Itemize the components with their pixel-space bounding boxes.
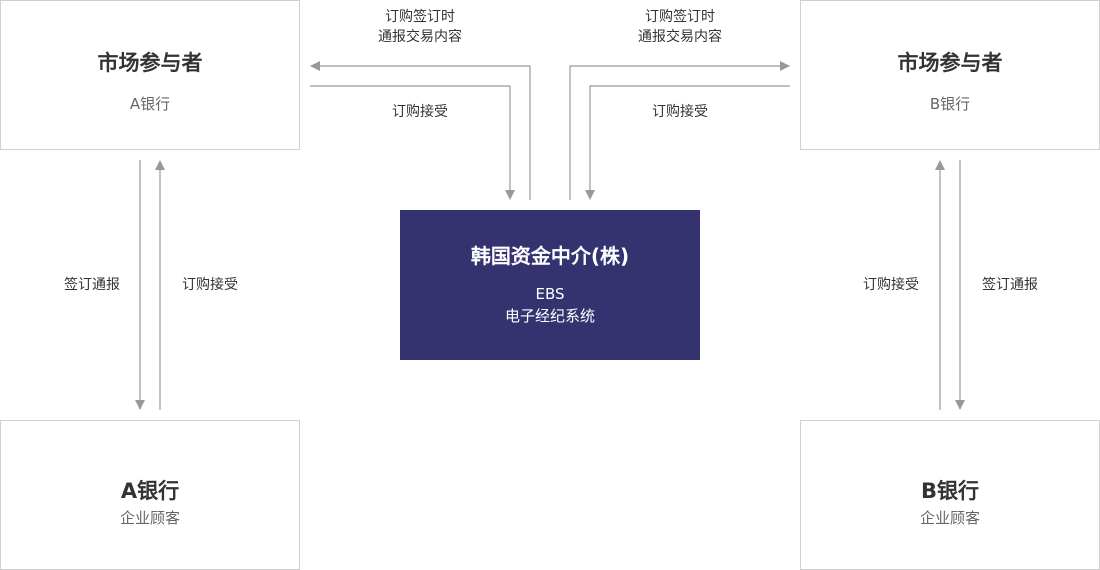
arrow-to-top-left [310, 61, 531, 200]
label-top-right-notify: 订购签订时 通报交易内容 [620, 7, 740, 47]
label-left-notify: 签订通报 [64, 277, 120, 293]
label-top-left-notify: 订购签订时 通报交易内容 [360, 7, 480, 47]
arrow-from-top-left [310, 85, 515, 200]
label-line: 订购签订时 [645, 9, 715, 25]
center-line2: 电子经纪系统 [504, 307, 595, 325]
label-left-accept: 订购接受 [182, 277, 238, 293]
box-subtitle: 企业顾客 [119, 509, 180, 527]
label-top-right-accept: 订购接受 [652, 104, 708, 120]
box-title: 市场参与者 [897, 51, 1003, 75]
market-participant-b-box: 市场参与者 B银行 [800, 0, 1100, 150]
market-participant-a-box: 市场参与者 A银行 [0, 0, 300, 150]
arrow-to-top-right [569, 61, 790, 200]
bank-b-box: B银行 企业顾客 [800, 420, 1100, 570]
ebs-center-box: 韩国资金中介(株) EBS 电子经纪系统 [400, 210, 700, 360]
box-title: B银行 [920, 479, 979, 503]
arrow-from-top-right [585, 85, 790, 200]
center-line1: EBS [535, 285, 565, 303]
label-right-notify: 签订通报 [982, 277, 1038, 293]
box-title: A银行 [120, 479, 180, 503]
label-line: 通报交易内容 [378, 29, 462, 45]
box-subtitle: B银行 [929, 95, 971, 113]
box-subtitle: A银行 [129, 95, 171, 113]
label-top-left-accept: 订购接受 [392, 104, 448, 120]
label-line: 通报交易内容 [638, 29, 722, 45]
bank-a-box: A银行 企业顾客 [0, 420, 300, 570]
center-title: 韩国资金中介(株) [470, 244, 630, 268]
label-right-accept: 订购接受 [863, 277, 919, 293]
label-line: 订购签订时 [385, 9, 455, 25]
box-title: 市场参与者 [97, 51, 203, 75]
box-subtitle: 企业顾客 [919, 509, 980, 527]
